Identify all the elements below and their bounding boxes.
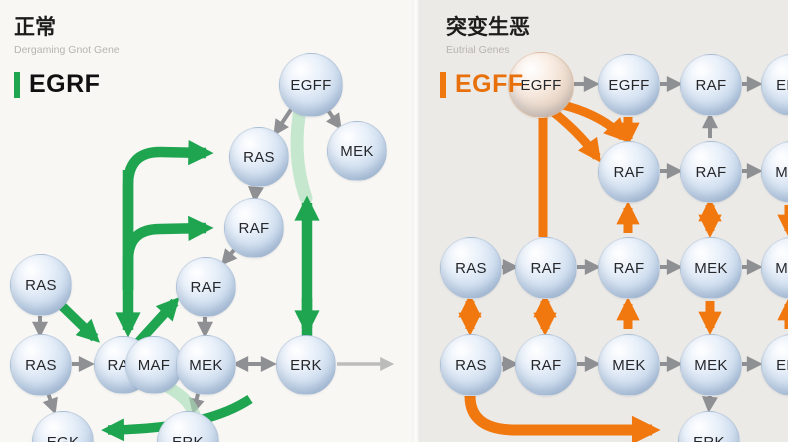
node-mek: MEK bbox=[598, 334, 660, 396]
node-label: MEK bbox=[612, 356, 646, 374]
node-label: ERK bbox=[693, 433, 725, 442]
edge-gy-arrow bbox=[273, 106, 294, 136]
node-raf: RAF bbox=[598, 237, 660, 299]
edge-gy-arrow bbox=[42, 392, 58, 415]
node-label: EGK bbox=[46, 433, 80, 442]
node-raf: RAF bbox=[680, 141, 742, 203]
node-label: RAS bbox=[455, 356, 487, 374]
node-label: RAS bbox=[243, 148, 275, 166]
node-raf: RAF bbox=[224, 198, 284, 258]
node-erk: ERK bbox=[276, 335, 336, 395]
node-erk: ERK bbox=[678, 411, 740, 442]
node-raf: RAF bbox=[680, 54, 742, 116]
edge-or-arrow bbox=[464, 395, 661, 442]
node-label: ERK bbox=[290, 356, 322, 374]
left-panel-title: 正常 bbox=[14, 16, 56, 39]
node-ras: RAS bbox=[10, 334, 72, 396]
node-ras: RAS bbox=[440, 334, 502, 396]
node-ras: RAS bbox=[440, 237, 502, 299]
right-gene-row: EGFF bbox=[440, 70, 524, 99]
node-raf: RAF bbox=[515, 334, 577, 396]
node-erk: ERK bbox=[761, 334, 788, 396]
green-accent-bar bbox=[14, 71, 20, 98]
node-label: EGFF bbox=[520, 76, 562, 94]
node-label: MEK bbox=[694, 356, 728, 374]
node-label: RAF bbox=[695, 163, 727, 181]
node-label: RAF bbox=[613, 163, 645, 181]
panel-divider bbox=[412, 0, 421, 442]
node-mek: MEK bbox=[680, 237, 742, 299]
node-label: RAF bbox=[530, 259, 562, 277]
node-label: MEK bbox=[340, 142, 374, 160]
edge-gn-arrow bbox=[122, 215, 214, 290]
node-mek: MEK bbox=[761, 237, 788, 299]
node-label: MEK bbox=[775, 163, 788, 181]
edge-gy-arrow bbox=[325, 107, 342, 130]
node-label: MEK bbox=[775, 259, 788, 277]
node-label: MAF bbox=[137, 356, 171, 374]
left-gene-row: EGRF bbox=[14, 70, 100, 99]
right-panel-subtitle: Eutrial Genes bbox=[446, 44, 510, 57]
node-raf: RAF bbox=[515, 237, 577, 299]
right-gene-label: EGFF bbox=[455, 70, 524, 98]
node-label: RAS bbox=[455, 259, 487, 277]
node-erk: ERK bbox=[761, 54, 788, 116]
node-label: RAF bbox=[238, 219, 270, 237]
node-mek: MEK bbox=[176, 335, 236, 395]
edge-gy-arrow bbox=[220, 248, 238, 266]
node-mek: MEK bbox=[761, 141, 788, 203]
node-label: RAS bbox=[25, 356, 57, 374]
node-egff: EGFF bbox=[508, 52, 574, 118]
edge-or-arrow bbox=[549, 107, 602, 163]
node-label: ERK bbox=[172, 433, 204, 442]
node-mek: MEK bbox=[327, 121, 387, 181]
edge-gn-arrow bbox=[57, 301, 100, 343]
node-label: ERK bbox=[776, 356, 788, 374]
left-panel-header: 正常 Dergaming Gnot Gene bbox=[14, 16, 120, 56]
right-panel-header: 突变生恶 Eutrial Genes bbox=[446, 16, 530, 56]
node-mek: MEK bbox=[680, 334, 742, 396]
right-panel-title: 突变生恶 bbox=[446, 16, 530, 39]
node-label: EGFF bbox=[290, 76, 332, 94]
node-label: RAF bbox=[190, 278, 222, 296]
node-label: MEK bbox=[189, 356, 223, 374]
node-label: RAS bbox=[25, 276, 57, 294]
node-egff: EGFF bbox=[598, 54, 660, 116]
edge-gy-arrow bbox=[701, 395, 718, 413]
left-gene-label: EGRF bbox=[29, 70, 101, 98]
node-label: RAF bbox=[613, 259, 645, 277]
node-label: RAF bbox=[530, 356, 562, 374]
node-ras: RAS bbox=[10, 254, 72, 316]
node-label: ERK bbox=[776, 76, 788, 94]
left-panel-subtitle: Dergaming Gnot Gene bbox=[14, 44, 120, 57]
node-label: RAF bbox=[695, 76, 727, 94]
orange-accent-bar bbox=[440, 71, 446, 98]
node-label: MEK bbox=[694, 259, 728, 277]
edge-gn-arrow bbox=[122, 140, 214, 290]
edge-gy-arrow bbox=[247, 185, 264, 203]
node-raf: RAF bbox=[598, 141, 660, 203]
node-egff: EGFF bbox=[279, 53, 343, 117]
node-raf: RAF bbox=[176, 257, 236, 317]
node-label: EGFF bbox=[608, 76, 650, 94]
node-ras: RAS bbox=[229, 127, 289, 187]
